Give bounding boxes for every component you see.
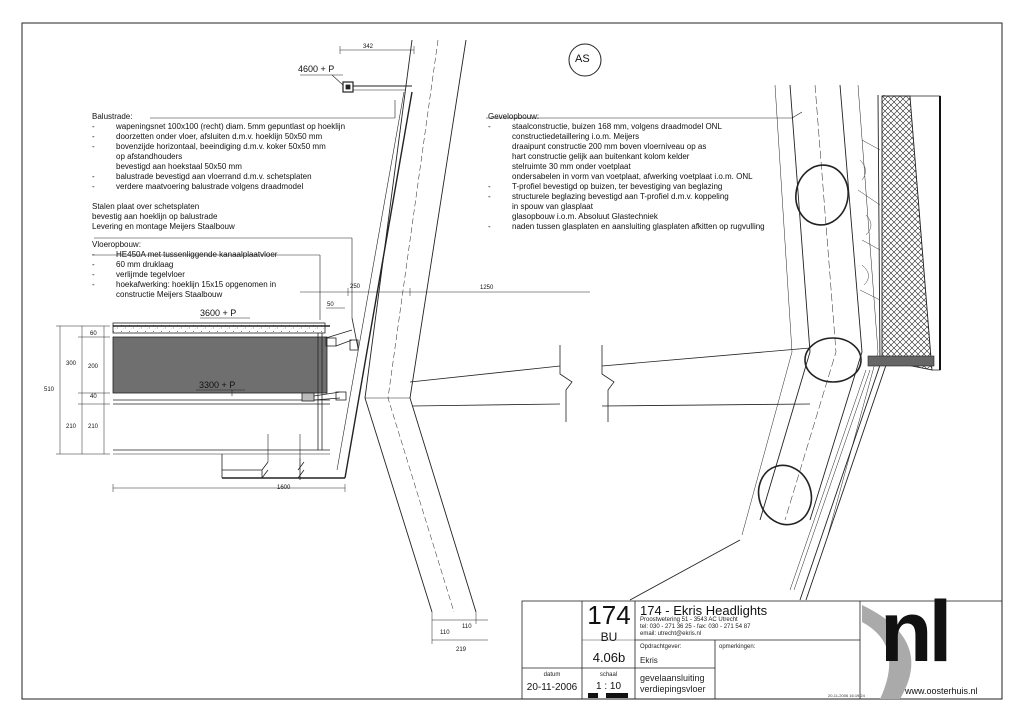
- note-dash: -: [92, 250, 95, 259]
- dim-110-a: 110: [440, 630, 450, 636]
- level-lower: 3300 + P: [199, 380, 236, 390]
- wall-buildup: [857, 95, 941, 371]
- note-line: ondersabelen in vorm van voetplaat, afwe…: [512, 172, 753, 181]
- project-title: 174 - Ekris Headlights: [640, 603, 768, 618]
- note-line: structurele beglazing bevestigd aan T-pr…: [512, 192, 729, 201]
- note-dash: -: [92, 260, 95, 269]
- sheet-frame: [21, 22, 1003, 700]
- dim-210-left: 210: [66, 424, 77, 430]
- drawing-title-line1: gevelaansluiting: [640, 673, 705, 683]
- left-section-detail: [112, 81, 413, 480]
- note-steel-plate: Stalen plaat over schetsplaten bevestig …: [92, 202, 235, 232]
- dim-1250: 1250: [480, 285, 494, 291]
- scale-value: 1 : 10: [595, 681, 622, 692]
- note-line: 60 mm druklaag: [116, 260, 174, 269]
- drawing-title-line2: verdiepingsvloer: [640, 684, 706, 694]
- note-dash: -: [92, 132, 95, 141]
- note-dash: -: [92, 270, 95, 279]
- floor-beam-lines: [409, 345, 811, 422]
- company-address: Proostwetering 51 - 3543 AC Utrecht: [640, 617, 738, 623]
- note-dash: -: [488, 222, 491, 231]
- note-line: stelruimte 30 mm onder voetplaat: [512, 162, 631, 171]
- logo-arc: [862, 605, 912, 699]
- title-block-frame: [521, 600, 1003, 700]
- note-dash: -: [92, 182, 95, 191]
- drawing-number: 4.06b: [592, 650, 626, 665]
- dim-210-right: 210: [88, 424, 99, 430]
- facade-column-left: [364, 39, 477, 613]
- discipline-code: BU: [600, 630, 618, 644]
- scale-bar: [588, 693, 628, 698]
- dim-200: 200: [88, 364, 99, 370]
- dim-510: 510: [44, 387, 55, 393]
- company-email: email: utrecht@ekris.nl: [640, 631, 702, 637]
- hollowcore-slab: [112, 336, 328, 394]
- note-line: wapeningsnet 100x100 (recht) diam. 5mm g…: [116, 122, 346, 131]
- remarks-label: opmerkingen:: [719, 644, 756, 650]
- note-dash: -: [92, 172, 95, 181]
- note-line: HE450A met tussenliggende kanaalplaatvlo…: [116, 250, 278, 259]
- note-line: bevestig aan hoeklijn op balustrade: [92, 212, 218, 221]
- note-line: Stalen plaat over schetsplaten: [92, 202, 200, 211]
- dimension-lines: [56, 46, 590, 644]
- note-line: in spouw van glasplaat: [512, 202, 593, 211]
- dim-40: 40: [90, 394, 97, 400]
- note-line: bevestigd aan hoekstaal 50x50 mm: [116, 162, 242, 171]
- screed-layer: [112, 322, 326, 334]
- section-marker-circle: [568, 43, 602, 77]
- dim-250: 250: [350, 284, 361, 290]
- note-floor-title: Vloeropbouw:: [92, 240, 141, 249]
- note-dash: -: [92, 122, 95, 131]
- note-line: staalconstructie, buizen 168 mm, volgens…: [512, 122, 722, 131]
- note-balustrade: Balustrade: - wapeningsnet 100x100 (recht…: [92, 112, 345, 192]
- note-line: hart constructie gelijk aan buitenkant k…: [512, 152, 690, 161]
- note-floor-buildup: Vloeropbouw: - HE450A met tussenliggende …: [92, 240, 277, 300]
- dim-1600: 1600: [277, 485, 291, 491]
- note-facade-title: Gevelopbouw:: [488, 112, 540, 121]
- note-balustrade-title: Balustrade:: [92, 112, 133, 121]
- dim-top-width: 342: [363, 44, 374, 50]
- note-line: balustrade bevestigd aan vloerrand d.m.v…: [116, 172, 312, 181]
- client-name: Ekris: [640, 656, 658, 665]
- note-line: hoekafwerking: hoeklijn 15x15 opgenomen …: [116, 280, 277, 289]
- leader-lines: [92, 74, 803, 396]
- note-line: constructiedetaillering i.o.m. Meijers: [512, 132, 640, 141]
- note-dash: -: [488, 192, 491, 201]
- note-dash: -: [92, 142, 95, 151]
- dim-50: 50: [327, 302, 334, 308]
- level-floor: 3600 + P: [200, 308, 237, 318]
- section-marker-label: AS: [575, 53, 590, 65]
- dim-60: 60: [90, 331, 97, 337]
- date-value: 20-11-2006: [526, 682, 578, 693]
- date-label: datum: [543, 672, 561, 678]
- note-line: verlijmde tegelvloer: [116, 270, 185, 279]
- dim-110-b: 110: [462, 624, 472, 630]
- level-top: 4600 + P: [298, 64, 335, 74]
- scale-label: schaal: [599, 672, 618, 678]
- note-line: doorzetten onder vloer, afsluiten d.m.v.…: [116, 132, 323, 141]
- note-line: bovenzijde horizontaal, beeindiging d.m.…: [116, 142, 326, 151]
- note-facade-buildup: Gevelopbouw: - staalconstructie, buizen 1…: [488, 112, 765, 232]
- note-line: Levering en montage Meijers Staalbouw: [92, 222, 235, 231]
- note-dash: -: [488, 122, 491, 131]
- note-line: draaipunt constructie 200 mm boven vloer…: [512, 142, 707, 151]
- note-line: T-profiel bevestigd op buizen, ter beves…: [512, 182, 723, 191]
- website: www.oosterhuis.nl: [905, 686, 978, 696]
- note-line: op afstandhouders: [116, 152, 183, 161]
- project-number: 174: [587, 600, 631, 630]
- print-stamp: 20-11-2006 16:19:24: [828, 693, 865, 698]
- note-line: verdere maatvoering balustrade volgens d…: [116, 182, 304, 191]
- note-line: constructie Meijers Staalbouw: [116, 290, 223, 299]
- company-contact: tel: 030 - 271 36 25 - fax: 030 - 271 54…: [640, 624, 751, 630]
- dim-300: 300: [66, 361, 77, 367]
- note-dash: -: [92, 280, 95, 289]
- dim-219: 219: [456, 647, 467, 653]
- note-line: naden tussen glasplaten en aansluiting g…: [512, 222, 765, 231]
- note-line: glasopbouw i.o.m. Absoluut Glastechniek: [512, 212, 658, 221]
- logo-text: nl: [880, 584, 952, 680]
- client-label: Opdrachtgever:: [640, 644, 682, 650]
- note-dash: -: [488, 182, 491, 191]
